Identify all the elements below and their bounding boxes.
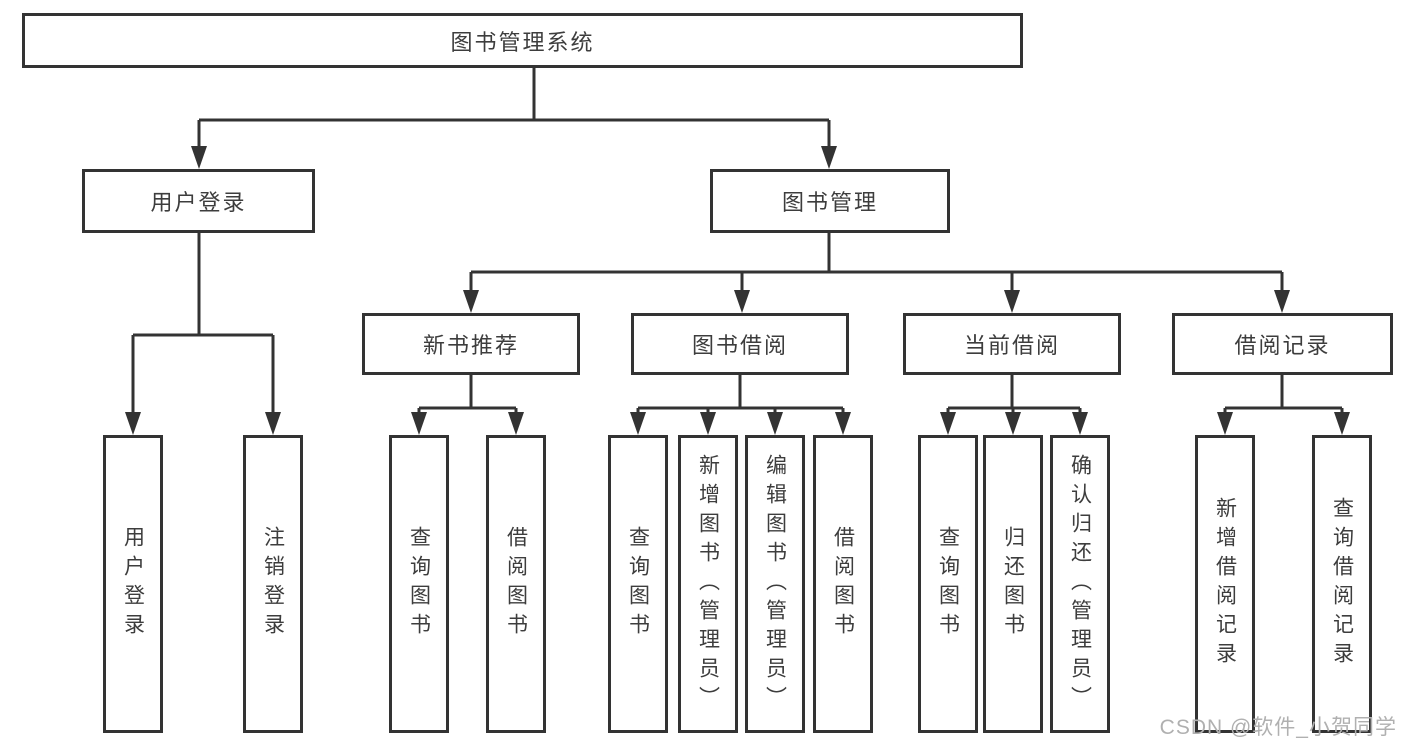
node-label: 借阅图书 — [504, 526, 528, 642]
node-leaf-borrow-books-recommend: 借阅图书 — [486, 435, 546, 733]
node-leaf-borrow-books: 借阅图书 — [813, 435, 873, 733]
node-leaf-logout: 注销登录 — [243, 435, 303, 733]
node-leaf-add-book-admin: 新增图书（管理员） — [678, 435, 738, 733]
node-user-login: 用户登录 — [82, 169, 315, 233]
node-label: 用户登录 — [121, 526, 145, 642]
node-label: 新书推荐 — [422, 333, 519, 358]
node-label: 借阅记录 — [1234, 333, 1331, 358]
node-label: 查询图书 — [626, 526, 650, 642]
arrowhead-icons — [125, 146, 1350, 435]
node-leaf-query-books-borrow: 查询图书 — [608, 435, 668, 733]
node-label: 图书管理 — [781, 190, 878, 215]
node-book-borrow: 图书借阅 — [631, 313, 849, 375]
node-leaf-return-books: 归还图书 — [983, 435, 1043, 733]
node-new-book-recommend: 新书推荐 — [362, 313, 580, 375]
node-leaf-user-login: 用户登录 — [103, 435, 163, 733]
node-label: 当前借阅 — [963, 333, 1060, 358]
node-leaf-query-borrow-record: 查询借阅记录 — [1312, 435, 1372, 733]
node-label: 确认归还（管理员） — [1068, 453, 1092, 715]
node-leaf-query-books-current: 查询图书 — [918, 435, 978, 733]
node-current-borrow: 当前借阅 — [903, 313, 1121, 375]
node-label: 用户登录 — [150, 190, 247, 215]
node-label: 新增借阅记录 — [1213, 497, 1237, 671]
node-leaf-confirm-return-admin: 确认归还（管理员） — [1050, 435, 1110, 733]
node-leaf-edit-book-admin: 编辑图书（管理员） — [745, 435, 805, 733]
node-label: 查询图书 — [936, 526, 960, 642]
node-leaf-add-borrow-record: 新增借阅记录 — [1195, 435, 1255, 733]
watermark-text: CSDN @软件_小贺同学 — [1159, 716, 1397, 739]
node-label: 新增图书（管理员） — [696, 453, 720, 715]
node-label: 图书管理系统 — [450, 29, 595, 55]
node-borrow-records: 借阅记录 — [1172, 313, 1393, 375]
node-label: 图书借阅 — [691, 333, 788, 358]
node-label: 借阅图书 — [831, 526, 855, 642]
node-root: 图书管理系统 — [22, 13, 1023, 68]
node-label: 查询借阅记录 — [1330, 497, 1354, 671]
node-label: 编辑图书（管理员） — [763, 453, 787, 715]
node-label: 归还图书 — [1001, 526, 1025, 642]
node-label: 查询图书 — [407, 526, 431, 642]
node-label: 注销登录 — [261, 526, 285, 642]
node-leaf-query-books-recommend: 查询图书 — [389, 435, 449, 733]
node-book-management: 图书管理 — [710, 169, 950, 233]
